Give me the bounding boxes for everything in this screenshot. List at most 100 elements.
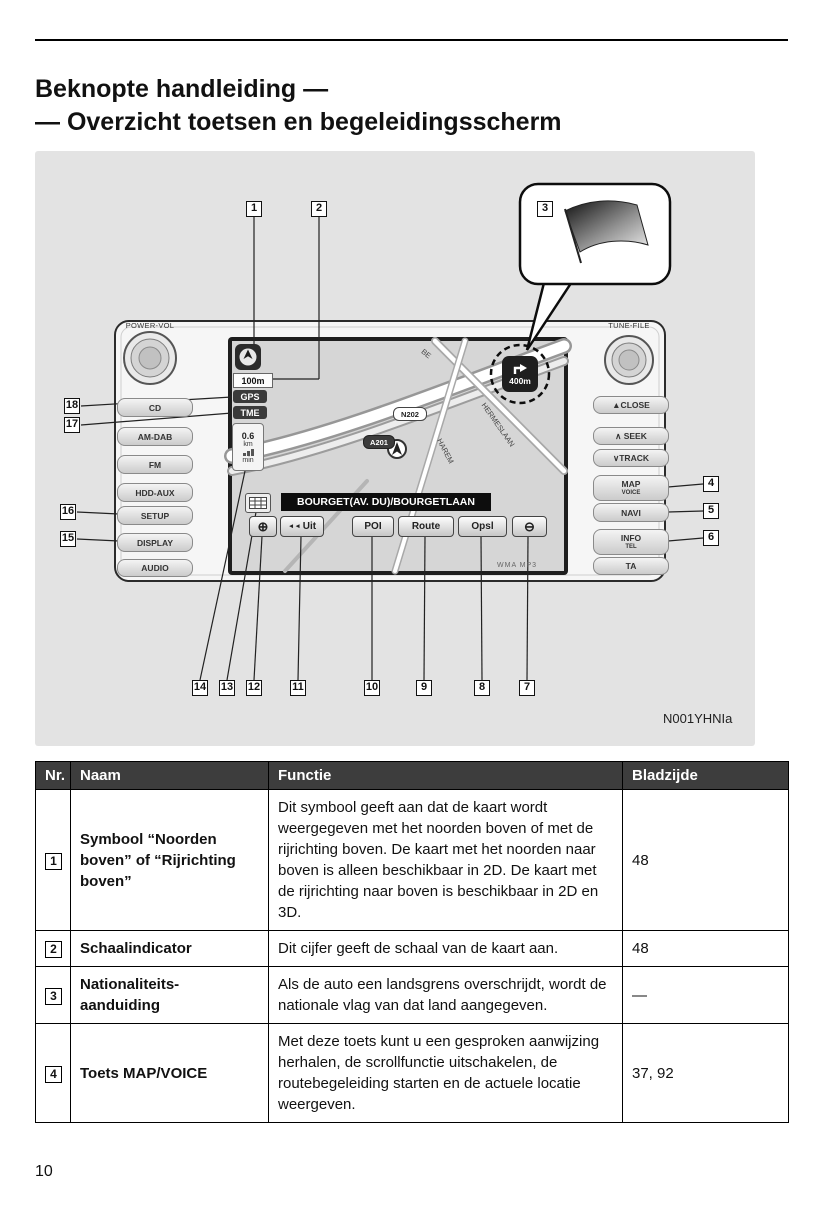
eco-value: 0.6 (241, 430, 255, 441)
callout-13: 13 (219, 680, 235, 696)
row4-naam: Toets MAP/VOICE (70, 1023, 269, 1123)
road-badge-a201-label: A201 (370, 437, 388, 447)
scale-indicator-value: 100m (241, 375, 265, 386)
row4-nr-cell: 4 (35, 1023, 71, 1123)
row2-nr-cell: 2 (35, 930, 71, 967)
row2-bladzijde: 48 (622, 930, 789, 967)
row1-naam: Symbool “Noorden boven” of “Rijrichting … (70, 789, 269, 931)
callout-16: 16 (60, 504, 76, 520)
header-bladzijde: Bladzijde (622, 761, 789, 790)
hdd-aux-button: HDD-AUX (117, 483, 193, 502)
header-functie: Functie (268, 761, 623, 790)
eco-min-label: min (242, 456, 254, 464)
row2-functie: Dit cijfer geeft de schaal van de kaart … (268, 930, 623, 967)
page-title: Beknopte handleiding —— Overzicht toetse… (35, 73, 788, 139)
table-row-3: 3 Nationaliteits- aanduiding Als de auto… (35, 966, 789, 1024)
ta-button-label: TA (625, 561, 637, 571)
fm-button-label: FM (148, 459, 162, 470)
callout-14: 14 (192, 680, 208, 696)
callout-5: 5 (703, 503, 719, 519)
setup-button-label: SETUP (140, 510, 170, 521)
eco-indicator: 0.6 km min (232, 423, 264, 471)
callout-6: 6 (703, 530, 719, 546)
callout-11: 11 (290, 680, 306, 696)
row2-naam: Schaalindicator (70, 930, 269, 967)
row2-numbox: 2 (45, 941, 62, 958)
top-rule (35, 39, 788, 41)
callout-17: 17 (64, 417, 80, 433)
callout-12: 12 (246, 680, 262, 696)
callout-15: 15 (60, 531, 76, 547)
info-tel-button-sublabel: TEL (625, 543, 637, 550)
road-badge-n202-label: N202 (401, 409, 419, 419)
callout-2: 2 (311, 201, 327, 217)
north-up-symbol (235, 344, 261, 370)
head-unit-figure: POWER-VOL TUNE-FILE CD AM-DAB FM HDD-AUX… (35, 151, 755, 746)
table-row-1: 1 Symbool “Noorden boven” of “Rijrichtin… (35, 789, 789, 931)
opsl-button: Opsl (458, 516, 507, 537)
power-volume-knob (123, 331, 177, 385)
tune-file-knob (604, 335, 654, 385)
setup-button: SETUP (117, 506, 193, 525)
info-tel-button-label: INFO (620, 533, 642, 544)
nationality-flag-icon (564, 200, 649, 264)
track-button-label: ∨TRACK (613, 452, 649, 463)
row4-bladzijde: 37, 92 (622, 1023, 789, 1123)
ta-button: TA (593, 557, 669, 575)
am-dab-button-label: AM-DAB (137, 431, 173, 442)
navi-button-label: NAVI (621, 507, 641, 518)
eco-unit: km (243, 440, 253, 448)
legend-table-header-row: Nr. Naam Functie Bladzijde (35, 761, 789, 790)
display-button: DISPLAY (117, 533, 193, 552)
table-row-4: 4 Toets MAP/VOICE Met deze toets kunt u … (35, 1023, 789, 1123)
table-row-2: 2 Schaalindicator Dit cijfer geeft de sc… (35, 930, 789, 967)
poi-button-label: POI (364, 521, 382, 532)
row3-numbox: 3 (45, 987, 62, 1005)
audio-button: AUDIO (117, 559, 193, 577)
tune-file-label: TUNE-FILE (608, 321, 650, 330)
map-voice-button-label: MAP (621, 479, 641, 490)
zoom-out-button: ⊖ (512, 516, 547, 537)
callout-7: 7 (519, 680, 535, 696)
fm-button: FM (117, 455, 193, 474)
eco-bars-icon (242, 448, 254, 456)
close-button: ▲CLOSE (593, 396, 669, 414)
highlight-dashed-circle (489, 343, 551, 405)
callout-18: 18 (64, 398, 80, 414)
scale-indicator: 100m (233, 373, 273, 388)
seek-button: ∧ SEEK (593, 427, 669, 445)
cd-button-label: CD (148, 402, 162, 413)
north-up-icon (235, 344, 261, 370)
cd-button: CD (117, 398, 193, 417)
gps-indicator-label: GPS (240, 391, 260, 402)
guidance-distance-marker: 400m (502, 356, 538, 392)
display-button-label: DISPLAY (136, 537, 174, 548)
page-title-line2: — Overzicht toetsen en begeleidingsscher… (35, 108, 562, 136)
uit-button-label: Uit (302, 521, 317, 532)
double-left-arrow-icon: ◄◄ (287, 523, 301, 530)
row1-numbox: 1 (45, 852, 62, 870)
leader-lines (76, 217, 704, 681)
media-logos: WMA MP3 (497, 562, 538, 569)
row4-numbox: 4 (45, 1065, 62, 1083)
seek-button-label: ∧ SEEK (615, 430, 647, 441)
poi-button: POI (352, 516, 394, 537)
legend-table: Nr. Naam Functie Bladzijde 1 Symbool “No… (35, 761, 789, 1123)
am-dab-button: AM-DAB (117, 427, 193, 446)
callout-4: 4 (703, 476, 719, 492)
flag-balloon (518, 182, 672, 351)
row3-nr-cell: 3 (35, 966, 71, 1024)
navi-button: NAVI (593, 503, 669, 522)
hdd-aux-button-label: HDD-AUX (135, 487, 175, 498)
route-button-label: Route (411, 521, 441, 532)
zoom-in-button: ⊕ (249, 516, 277, 537)
grid-icon-glyph (249, 497, 267, 509)
tme-indicator-label: TME (240, 407, 260, 418)
road-badge-a201: A201 (363, 435, 395, 449)
car-position-icon (387, 439, 407, 459)
grid-icon (245, 493, 271, 513)
row3-naam: Nationaliteits- aanduiding (70, 966, 269, 1024)
guidance-distance-value: 400m (509, 376, 531, 386)
